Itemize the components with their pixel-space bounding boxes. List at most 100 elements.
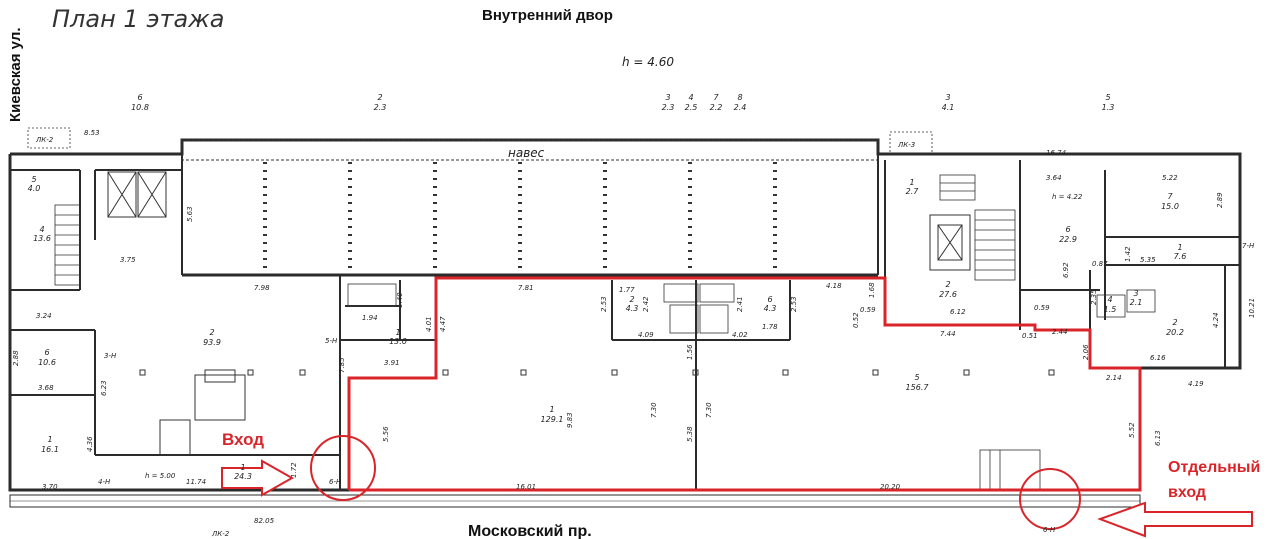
dimension-label: 0.87 [1092, 260, 1108, 268]
svg-text:2.2: 2.2 [710, 103, 723, 112]
dimension-label: 11.74 [186, 478, 206, 486]
dimension-label: 2.44 [1052, 328, 1068, 336]
code-label: ЛК-2 [211, 530, 230, 538]
svg-text:156.7: 156.7 [906, 383, 930, 392]
dimension-label: 2.14 [1106, 374, 1122, 382]
room-label: 22.3 [374, 93, 387, 112]
svg-text:5: 5 [914, 373, 919, 382]
svg-text:4.1: 4.1 [942, 103, 955, 112]
dimension-label: 4.36 [86, 436, 94, 452]
dimension-label: 2.53 [790, 296, 798, 312]
dimension-label: 5.56 [382, 426, 390, 442]
dimension-label: 4.09 [638, 331, 654, 339]
dimension-label: 82.05 [254, 517, 275, 525]
dimension-label: 16.01 [516, 483, 536, 491]
svg-text:1: 1 [47, 435, 52, 444]
dimension-label: 0.59 [1034, 304, 1050, 312]
svg-text:6: 6 [44, 348, 49, 357]
room-label: 12.7 [906, 178, 920, 196]
svg-text:7.6: 7.6 [1174, 252, 1187, 261]
dimension-label: 3.24 [36, 312, 52, 320]
svg-text:2.7: 2.7 [906, 187, 920, 196]
dimension-label: 1.72 [290, 462, 298, 478]
entrance-arrows [221, 459, 1253, 538]
dimension-label: 7.30 [650, 402, 658, 418]
dimension-label: 2.88 [12, 350, 20, 366]
code-label: 3-Н [104, 352, 117, 360]
dimension-label: 4.19 [1188, 380, 1204, 388]
dimension-label: 6.16 [1150, 354, 1166, 362]
dimension-labels: 8.53 16.74 5.63 3.75 7.98 7.81 4.18 1.68… [12, 129, 1256, 525]
room-label: 72.2 [710, 93, 723, 112]
street-bottom-label: Московский пр. [468, 523, 592, 539]
svg-text:10.6: 10.6 [38, 358, 56, 367]
code-labels: ЛК-2 ЛК-3 ЛК-2 3-Н 4-Н 5-Н 6-Н 6-Н 7-Н [27, 127, 1255, 538]
svg-text:2.3: 2.3 [374, 103, 387, 112]
svg-text:4: 4 [688, 93, 693, 102]
dimension-label: 5.52 [1128, 422, 1136, 438]
room-label: 82.4 [734, 93, 747, 112]
dimension-label: h = 5.00 [145, 472, 176, 480]
svg-text:129.1: 129.1 [541, 415, 564, 424]
dimension-label: 4.24 [1212, 312, 1220, 328]
code-label: 6-Н [329, 478, 342, 486]
dimension-label: 5.22 [1162, 174, 1178, 182]
svg-text:20.2: 20.2 [1166, 328, 1184, 337]
svg-text:1: 1 [240, 463, 245, 472]
room-label: 124.3 [234, 463, 252, 481]
dimension-label: 10.21 [1248, 298, 1256, 318]
dimension-label: 5.63 [186, 206, 194, 222]
code-label: ЛК-3 [897, 141, 915, 149]
svg-text:6: 6 [767, 295, 772, 304]
svg-text:1: 1 [395, 328, 400, 337]
svg-text:2: 2 [629, 295, 634, 304]
svg-text:4: 4 [39, 225, 44, 234]
dimension-label: 4.47 [439, 316, 447, 332]
room-label: 227.6 [939, 280, 957, 299]
plan-title: План 1 этажа [52, 5, 225, 33]
dimension-label: 1.68 [868, 282, 876, 298]
svg-text:3: 3 [665, 93, 670, 102]
dimension-label: 4.18 [826, 282, 842, 290]
room-label: 413.6 [33, 225, 51, 243]
room-label: 54.0 [28, 175, 41, 193]
room-label: 51.3 [1102, 93, 1115, 112]
canopy: навес [181, 139, 879, 161]
code-label: 6-Н [1043, 526, 1056, 534]
dimension-label: 6.13 [1154, 430, 1162, 446]
svg-text:2: 2 [377, 93, 382, 102]
svg-text:6: 6 [1065, 225, 1070, 234]
separate-entrance-label: Отдельный [1168, 459, 1260, 476]
room-label: 293.9 [203, 328, 221, 347]
code-label: 7-Н [1242, 242, 1255, 250]
dimension-label: 0.59 [860, 306, 876, 314]
dimension-label: 2.41 [736, 296, 744, 312]
dimension-label: 7.30 [705, 402, 713, 418]
svg-text:8: 8 [737, 93, 742, 102]
svg-text:13.0: 13.0 [389, 337, 407, 346]
svg-text:1.3: 1.3 [1102, 103, 1115, 112]
dimension-label: 3.70 [42, 483, 58, 491]
svg-text:4.3: 4.3 [764, 304, 777, 313]
svg-text:4.0: 4.0 [28, 184, 41, 193]
dimension-label: 1.77 [619, 286, 635, 294]
svg-text:4: 4 [1107, 295, 1112, 304]
street-left-label: Киевская ул. [7, 27, 24, 122]
svg-text:13.6: 13.6 [33, 234, 51, 243]
svg-text:2.4: 2.4 [734, 103, 747, 112]
svg-text:1: 1 [549, 405, 554, 414]
entrance-label: Вход [222, 430, 264, 449]
dimension-label: 2.53 [600, 296, 608, 312]
dimension-label: 2.89 [1216, 192, 1224, 208]
dimension-label: 3.68 [38, 384, 54, 392]
dimension-label: 0.52 [852, 312, 860, 328]
dimension-label: 5.38 [686, 426, 694, 442]
highlighted-area [310, 276, 1142, 530]
room-label: 32.1 [1130, 289, 1143, 307]
canopy-bays [263, 162, 777, 268]
height-note: h = 4.60 [622, 55, 674, 69]
dimension-label: 0.51 [1022, 332, 1038, 340]
svg-text:93.9: 93.9 [203, 338, 221, 347]
room-label: 41.5 [1104, 295, 1117, 314]
